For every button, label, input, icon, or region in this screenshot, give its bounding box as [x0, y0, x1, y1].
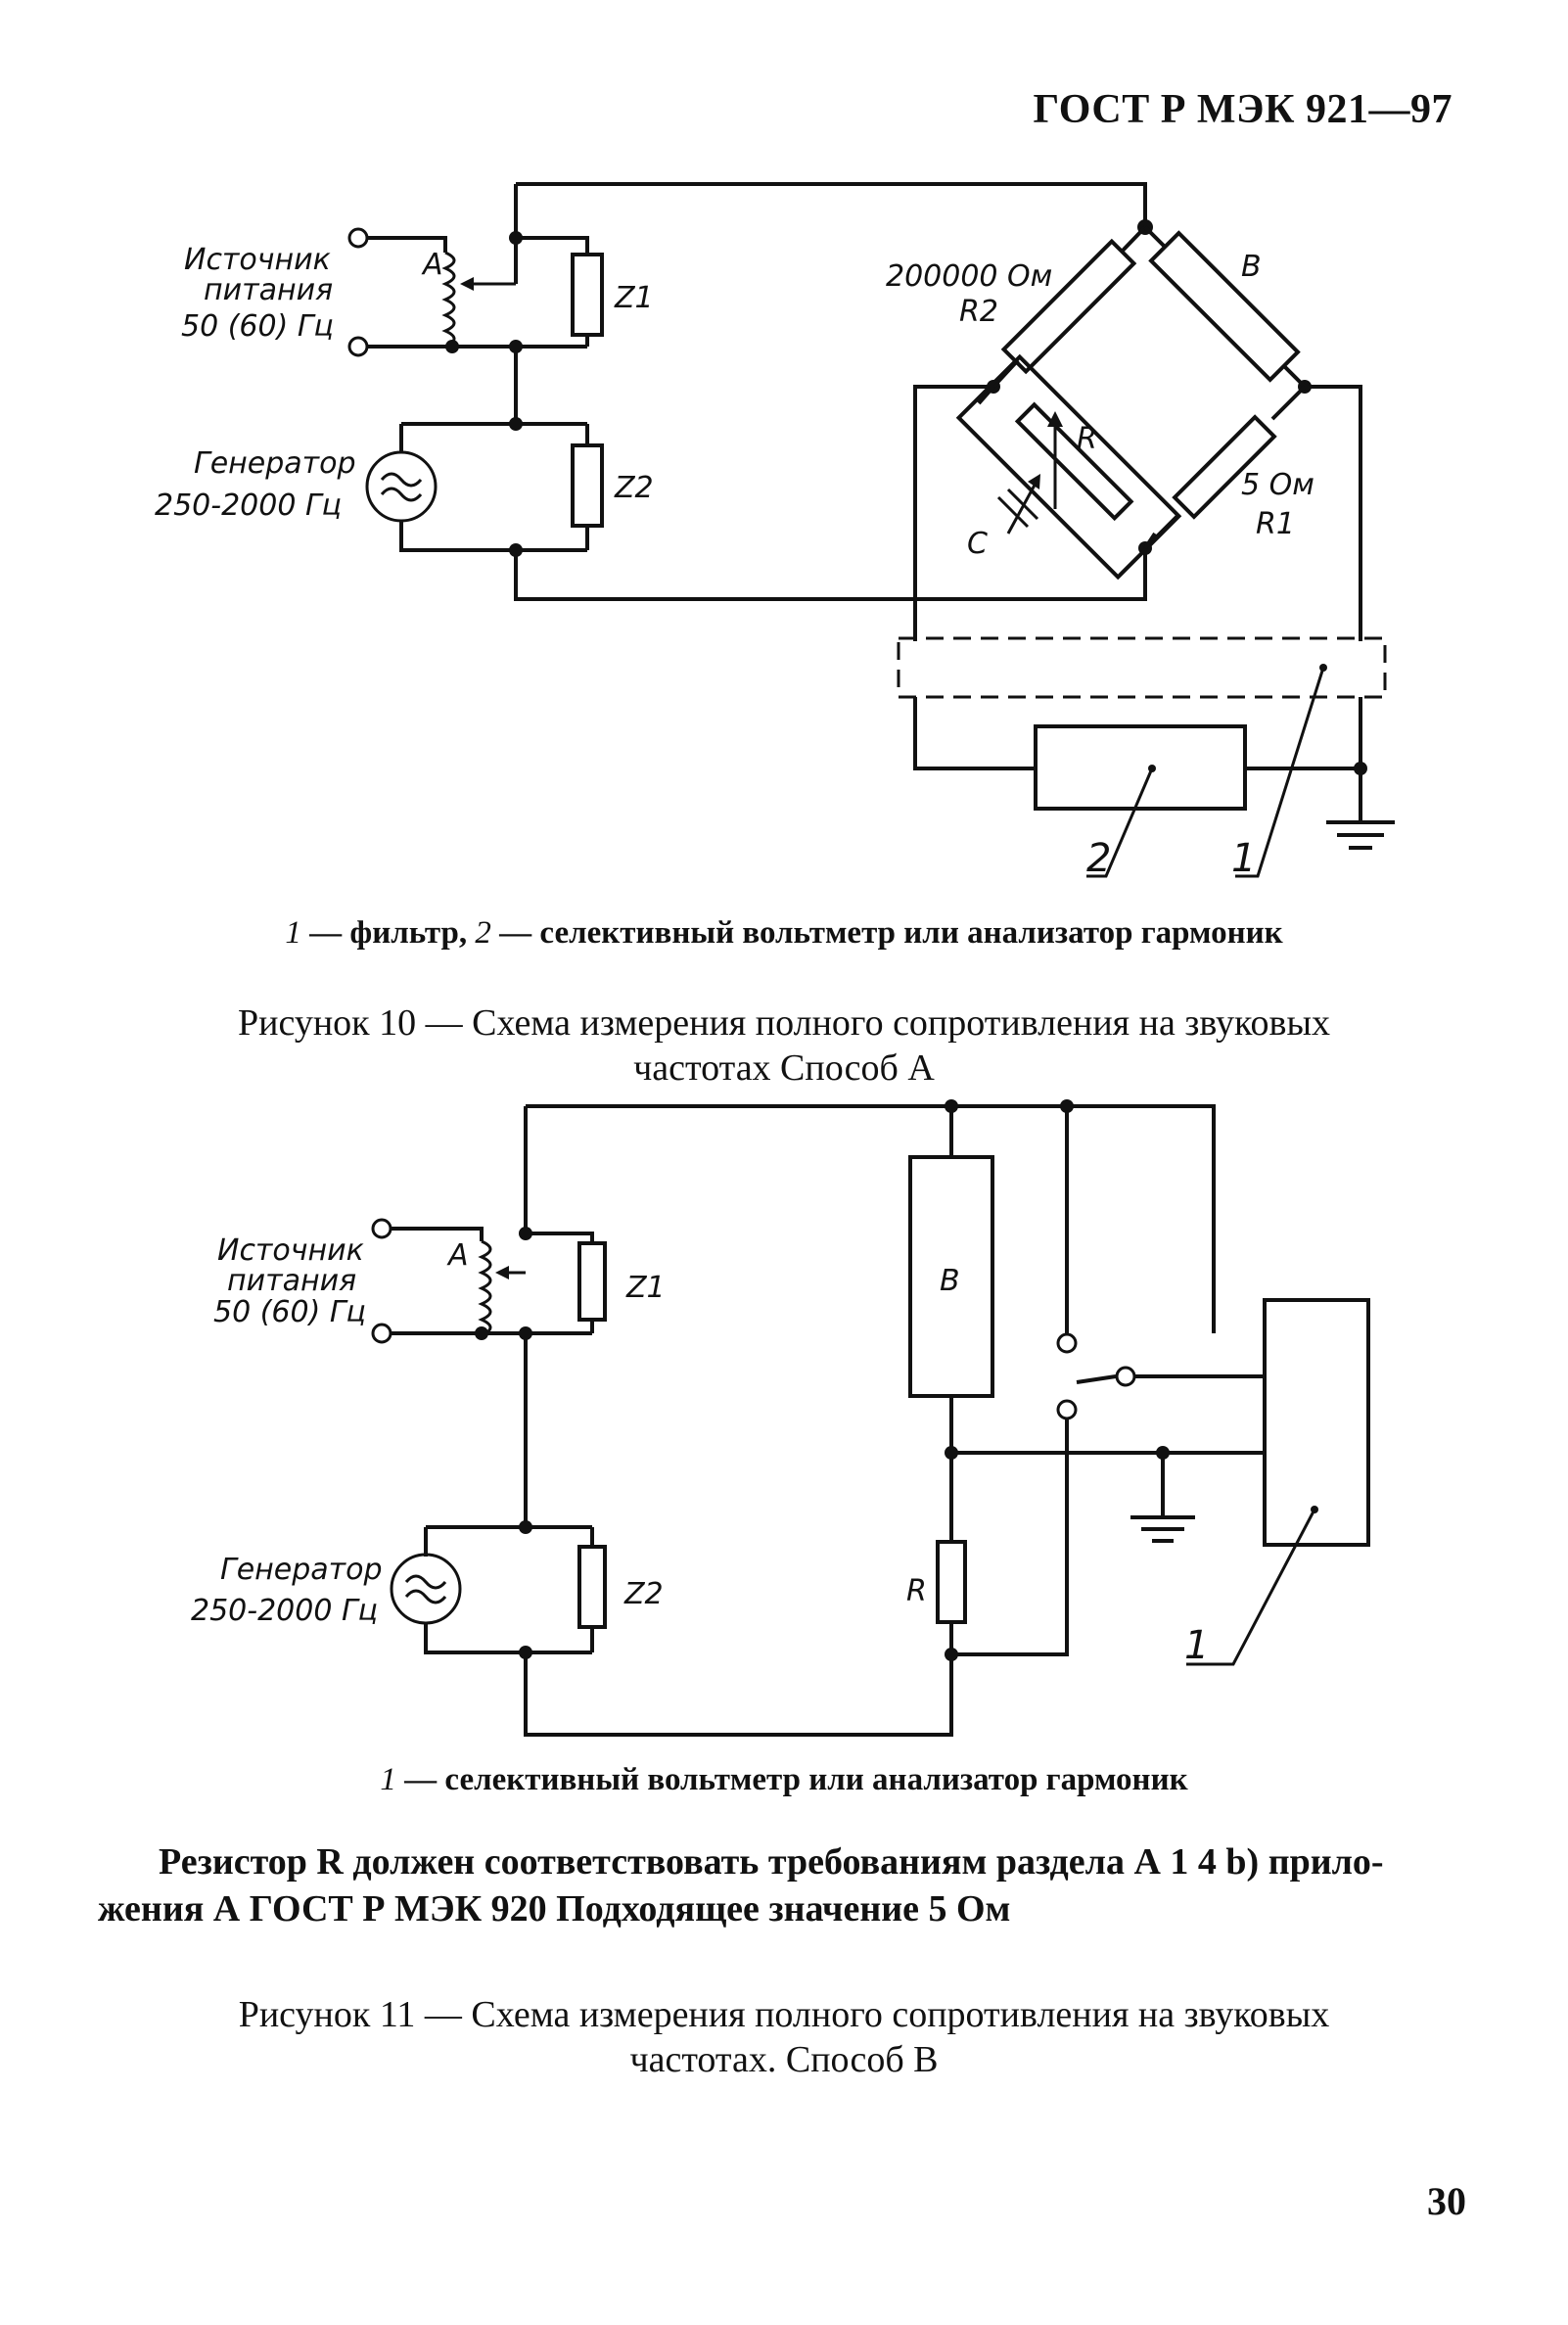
fig10-filter-box	[897, 636, 1387, 699]
fig11-legend-n1: 1	[380, 1762, 396, 1797]
fig11-callout-1: 1	[1184, 1623, 1209, 1668]
fig11-switch-blade	[1076, 1374, 1117, 1384]
fig10-callout-1-leader	[1235, 667, 1325, 878]
fig11-selective-voltmeter	[1263, 1298, 1370, 1547]
fig10-ground-icon	[1326, 820, 1395, 850]
fig10-top-wire	[516, 182, 1147, 227]
fig10-legend-t1: — фильтр,	[300, 915, 476, 951]
fig10-bottom-wire	[514, 548, 1147, 601]
fig11-label-tap-a: A	[446, 1238, 469, 1273]
fig10-label-r: R	[1077, 422, 1097, 456]
fig11-callout-1-leader	[1186, 1509, 1316, 1666]
fig11-top-wire	[526, 1104, 1069, 1157]
fig10-r1-resistor	[1172, 414, 1277, 520]
fig10-legend: 1 — фильтр, 2 — селективный вольтметр ил…	[0, 915, 1568, 952]
fig11-ac-wave-icon	[404, 1574, 447, 1604]
fig10-callout-2-leader	[1086, 767, 1154, 878]
fig10-label-tap-a: A	[421, 248, 443, 282]
fig11-label-generator-1: Генератор	[220, 1553, 383, 1587]
figure10-diagram	[347, 182, 1395, 878]
fig10-b-arm	[1148, 230, 1301, 383]
fig11-ground-icon	[1130, 1515, 1195, 1543]
fig10-label-source-3: 50 (60) Гц	[181, 309, 334, 344]
fig10-source-wire-top	[367, 236, 447, 253]
fig11-legend: 1 — селективный вольтметр или анализатор…	[0, 1762, 1568, 1798]
fig11-tap-arrow	[495, 1266, 509, 1279]
fig10-caption: Рисунок 10 — Схема измерения полного соп…	[0, 1000, 1568, 1091]
fig11-caption-line2: частотах. Способ В	[629, 2039, 939, 2080]
fig11-generator-symbol	[390, 1553, 462, 1625]
fig10-caption-line1: Рисунок 10 — Схема измерения полного соп…	[238, 1002, 1330, 1044]
fig11-label-z2: Z2	[623, 1577, 664, 1611]
figure11-diagram	[371, 1099, 1370, 1737]
fig10-autotransformer-coil	[441, 251, 456, 349]
fig11-source-terminal-top	[371, 1218, 392, 1239]
fig11-label-z1: Z1	[625, 1271, 666, 1305]
fig11-switch-contact-bottom	[1056, 1399, 1078, 1420]
fig11-label-source-2: питания	[227, 1264, 356, 1298]
fig10-label-z1: Z1	[614, 281, 654, 315]
fig11-z2-impedance	[577, 1545, 607, 1629]
fig10-caption-line2: частотах Способ А	[633, 1047, 935, 1089]
fig10-label-generator-1: Генератор	[194, 446, 356, 481]
page-number: 30	[1427, 2179, 1466, 2223]
fig11-legend-t1: — селективный вольтметр или анализатор г…	[395, 1762, 1188, 1797]
fig10-label-z2: Z2	[614, 471, 654, 505]
fig10-label-r1-value: 5 Ом	[1241, 468, 1314, 502]
fig10-label-source-2: питания	[204, 273, 333, 307]
fig10-generator-symbol	[365, 450, 438, 523]
fig11-z1-impedance	[577, 1241, 607, 1322]
fig10-callout-1: 1	[1231, 836, 1256, 881]
fig11-autotransformer-coil	[478, 1239, 492, 1338]
fig10-legend-n2: 2	[475, 915, 491, 951]
fig10-label-c: C	[967, 527, 988, 561]
fig11-bottom-wire	[524, 1652, 953, 1737]
fig11-label-generator-2: 250-2000 Гц	[191, 1594, 378, 1628]
fig11-caption: Рисунок 11 — Схема измерения полного соп…	[0, 1992, 1568, 2082]
fig10-legend-t2: — селективный вольтметр или анализатор г…	[490, 915, 1283, 951]
fig10-label-source-1: Источник	[184, 243, 331, 277]
fig11-source-terminal-bottom	[371, 1323, 392, 1344]
fig11-switch-contact-top	[1056, 1332, 1078, 1354]
fig10-legend-n1: 1	[285, 915, 301, 951]
fig10-label-r2-value: 200000 Ом	[886, 259, 1052, 294]
fig11-label-b: B	[940, 1264, 960, 1298]
resistor-note: Резистор R должен соответствовать требов…	[98, 1838, 1468, 1932]
fig10-z1-impedance	[571, 253, 604, 337]
fig10-ac-wave-icon	[380, 472, 423, 502]
fig10-label-generator-2: 250-2000 Гц	[155, 488, 342, 523]
fig11-label-source-3: 50 (60) Гц	[213, 1295, 366, 1329]
fig10-capacitor-c	[996, 488, 1039, 529]
fig11-r-resistor	[936, 1540, 967, 1624]
fig10-label-r1: R1	[1256, 507, 1295, 541]
fig11-switch-common	[1115, 1366, 1136, 1387]
fig10-source-terminal-top	[347, 227, 369, 249]
fig10-label-b: B	[1241, 250, 1262, 284]
fig11-caption-line1: Рисунок 11 — Схема измерения полного соп…	[238, 1994, 1330, 2035]
fig11-label-r: R	[906, 1574, 927, 1608]
document-header: ГОСТ Р МЭК 921—97	[1033, 87, 1453, 132]
fig10-callout-2: 2	[1086, 836, 1111, 881]
resistor-note-line1: Резистор R должен соответствовать требов…	[159, 1841, 1384, 1883]
fig11-label-source-1: Источник	[217, 1233, 364, 1268]
resistor-note-line2: жения А ГОСТ Р МЭК 920 Подходящее значен…	[98, 1888, 1011, 1930]
fig10-label-r2: R2	[959, 295, 998, 329]
fig10-z2-impedance	[571, 443, 604, 528]
fig10-tap-arrow	[460, 277, 474, 291]
fig10-source-terminal-bottom	[347, 336, 369, 357]
